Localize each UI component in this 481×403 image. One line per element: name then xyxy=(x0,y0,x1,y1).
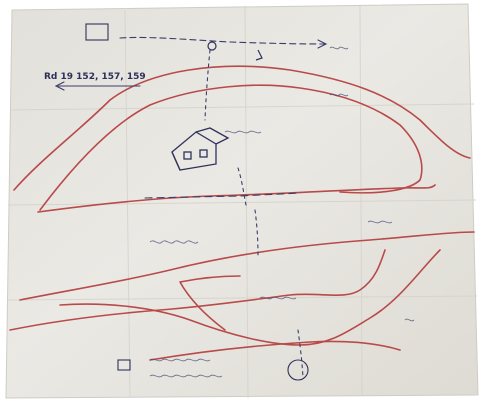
red-road-lines xyxy=(9,65,475,361)
fold-creases xyxy=(7,4,478,399)
red-line-triangle xyxy=(179,275,241,331)
box-icon xyxy=(117,359,131,371)
vertical-track-upper xyxy=(204,49,211,121)
red-line-bottom xyxy=(149,340,401,361)
vertical-track-middle xyxy=(237,167,247,206)
top-road xyxy=(119,36,326,45)
red-line-inner-ridge xyxy=(39,84,423,211)
pencil-lines xyxy=(54,36,328,379)
circle-icon xyxy=(287,359,309,381)
faint-scribbles xyxy=(149,46,415,378)
red-line-outer-ridge xyxy=(13,65,471,191)
reference-arrow xyxy=(54,81,65,91)
dashed-boundary xyxy=(144,192,301,199)
red-line-middle xyxy=(37,184,436,213)
bottom-track xyxy=(297,329,304,379)
house-sketch-icon xyxy=(171,127,230,171)
top-arrow xyxy=(317,39,328,49)
reference-text: Rd 19 152, 157, 159 xyxy=(44,72,146,82)
red-line-lower-c xyxy=(59,249,441,346)
red-line-lower-a xyxy=(19,231,475,301)
vertical-track-lower xyxy=(254,209,259,256)
red-line-lower-b xyxy=(9,249,386,331)
mark-icon xyxy=(207,41,263,61)
box-icon xyxy=(85,23,109,41)
